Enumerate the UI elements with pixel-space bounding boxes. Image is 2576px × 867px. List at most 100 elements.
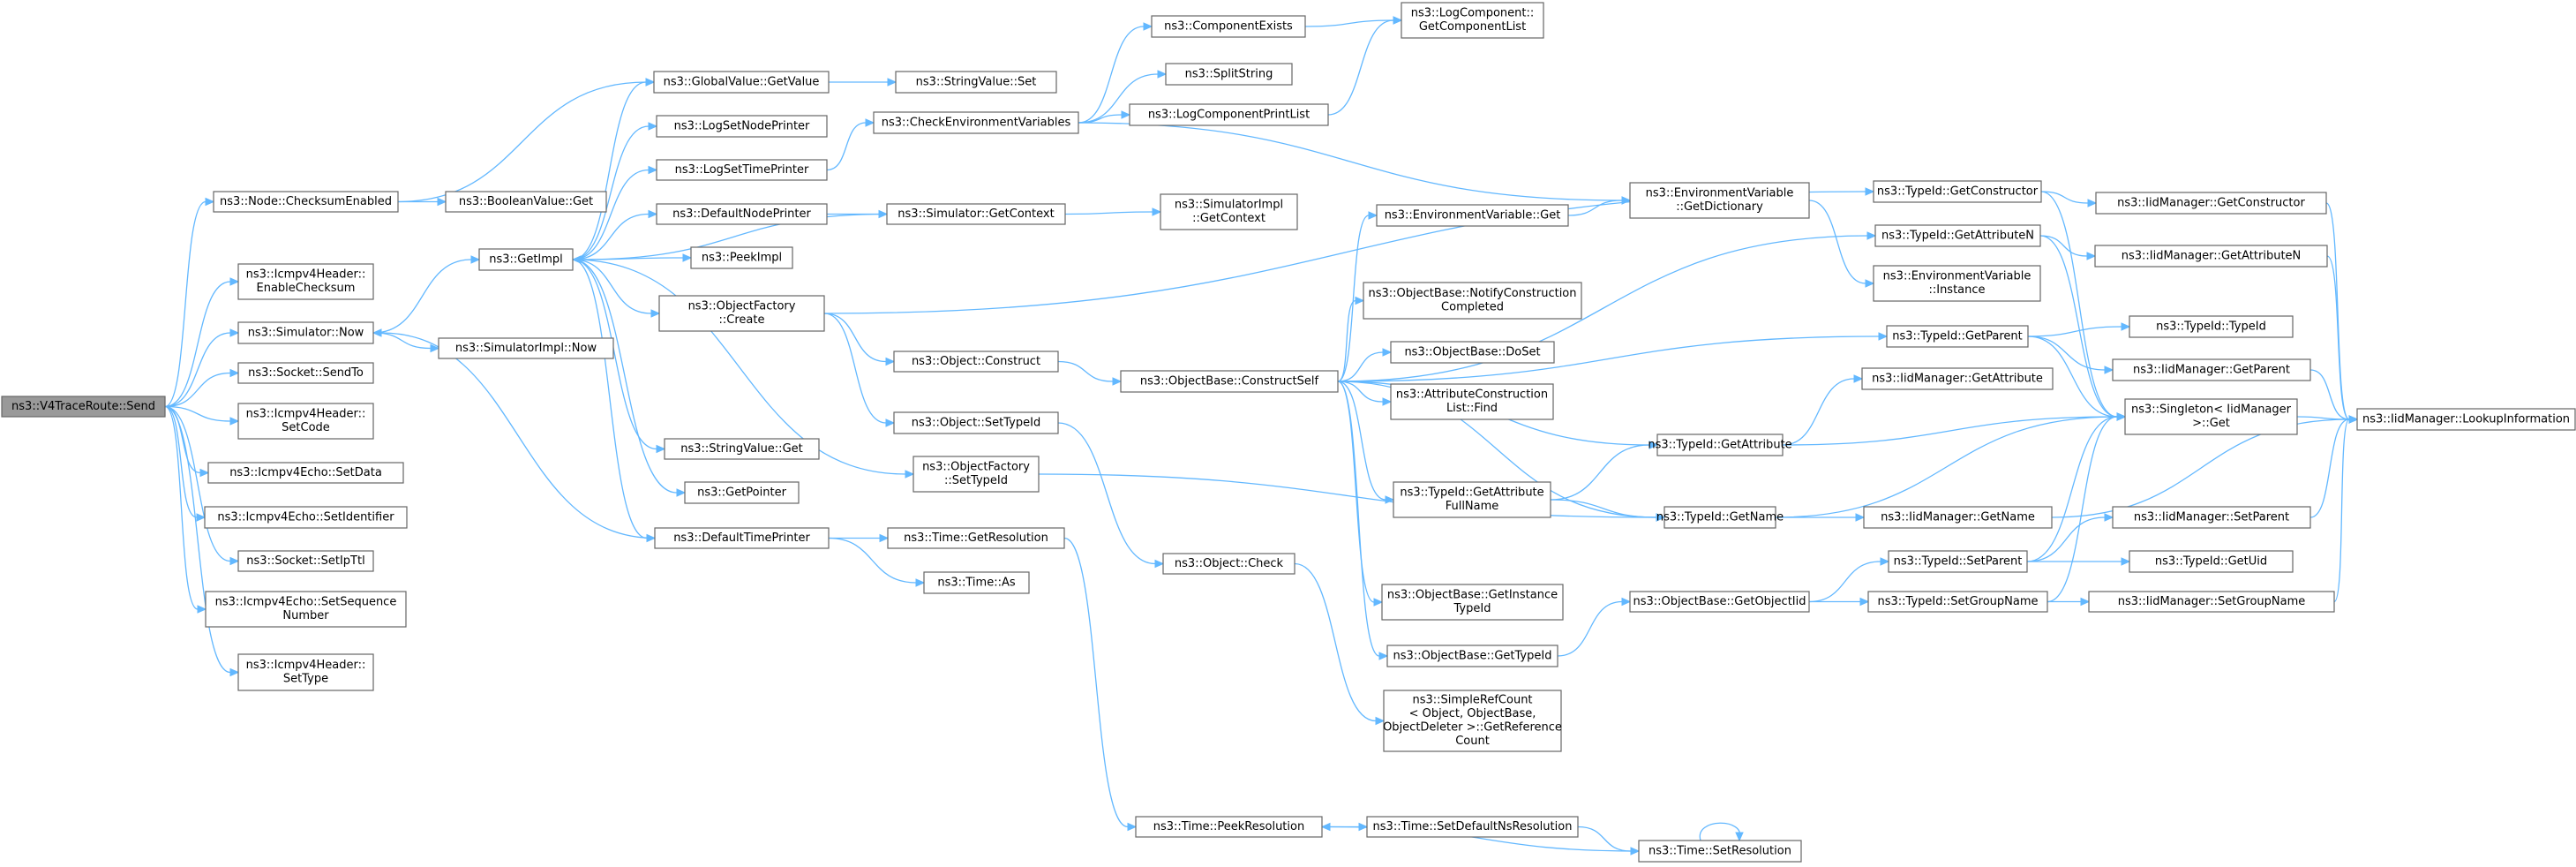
node-timePeekRes[interactable]: ns3::Time::PeekResolution xyxy=(1135,816,1323,838)
node-getImpl[interactable]: ns3::GetImpl xyxy=(478,248,574,271)
node-label: ns3::CheckEnvironmentVariables xyxy=(882,116,1071,129)
node-label: ns3::TypeId::GetName xyxy=(1656,510,1784,524)
node-iidSetGroup[interactable]: ns3::IidManager::SetGroupName xyxy=(2088,591,2335,613)
node-objCheck[interactable]: ns3::Object::Check xyxy=(1162,553,1296,575)
node-logSetTime[interactable]: ns3::LogSetTimePrinter xyxy=(656,159,828,181)
node-splitString[interactable]: ns3::SplitString xyxy=(1165,63,1293,86)
node-singletonGet[interactable]: ns3::Singleton< IidManager>::Get xyxy=(2124,398,2298,435)
arrowhead xyxy=(1127,822,1138,832)
node-objConstruct[interactable]: ns3::Object::Construct xyxy=(893,351,1059,373)
node-timeGetRes[interactable]: ns3::Time::GetResolution xyxy=(887,527,1065,549)
arrowhead xyxy=(1393,16,1403,25)
node-echoSetId[interactable]: ns3::Icmpv4Echo::SetIdentifier xyxy=(204,506,408,529)
arrowhead xyxy=(1375,716,1386,726)
node-label: ns3::LogComponent:: xyxy=(1411,7,1535,20)
node-icmpSetType[interactable]: ns3::Icmpv4Header::SetType xyxy=(237,653,374,691)
node-logSetNode[interactable]: ns3::LogSetNodePrinter xyxy=(656,115,828,138)
edge-obGetObjTid-to-tidSetParent xyxy=(1808,557,1890,603)
node-box xyxy=(1390,341,1555,364)
node-boolGet[interactable]: ns3::BooleanValue::Get xyxy=(445,191,607,213)
node-simImplNow[interactable]: ns3::SimulatorImpl::Now xyxy=(438,337,614,359)
node-label: ns3::TypeId::GetUid xyxy=(2155,554,2267,568)
node-tidGetUid[interactable]: ns3::TypeId::GetUid xyxy=(2129,550,2294,573)
node-iidGetParent[interactable]: ns3::IidManager::GetParent xyxy=(2112,358,2311,381)
arrowhead xyxy=(1320,822,1331,832)
node-envVarGet[interactable]: ns3::EnvironmentVariable::Get xyxy=(1376,204,1569,227)
node-logCompGetList[interactable]: ns3::LogComponent::GetComponentList xyxy=(1401,2,1544,39)
node-label: >::Get xyxy=(2192,417,2230,430)
node-iidGetCtor[interactable]: ns3::IidManager::GetConstructor xyxy=(2095,192,2327,215)
node-timeSetRes[interactable]: ns3::Time::SetResolution xyxy=(1638,840,1802,863)
node-iidGetAttrN[interactable]: ns3::IidManager::GetAttributeN xyxy=(2094,245,2328,268)
node-obDoSet[interactable]: ns3::ObjectBase::DoSet xyxy=(1390,341,1555,364)
node-root[interactable]: ns3::V4TraceRoute::Send xyxy=(1,396,166,418)
node-tidTypeId[interactable]: ns3::TypeId::TypeId xyxy=(2129,315,2294,338)
node-tidGetParent[interactable]: ns3::TypeId::GetParent xyxy=(1886,325,2029,348)
node-objBaseCS[interactable]: ns3::ObjectBase::ConstructSelf xyxy=(1120,370,1339,393)
node-peekImpl[interactable]: ns3::PeekImpl xyxy=(690,246,793,269)
node-box xyxy=(653,71,830,94)
node-box xyxy=(1160,193,1298,230)
node-strValGet[interactable]: ns3::StringValue::Get xyxy=(664,438,820,460)
node-envInstance[interactable]: ns3::EnvironmentVariable::Instance xyxy=(1873,265,2041,302)
edge-line xyxy=(164,200,207,408)
node-icmpEnableChk[interactable]: ns3::Icmpv4Header::EnableChecksum xyxy=(237,263,374,300)
node-gvGetValue[interactable]: ns3::GlobalValue::GetValue xyxy=(653,71,830,94)
node-nodeChecksum[interactable]: ns3::Node::ChecksumEnabled xyxy=(213,191,399,213)
node-echoSetData[interactable]: ns3::Icmpv4Echo::SetData xyxy=(207,462,404,484)
node-box xyxy=(2129,550,2294,573)
node-simImplCtx[interactable]: ns3::SimulatorImpl::GetContext xyxy=(1160,193,1298,230)
node-label: ns3::GlobalValue::GetValue xyxy=(664,75,820,88)
node-sockSetIpTtl[interactable]: ns3::Socket::SetIpTtl xyxy=(237,550,374,572)
edge-getImpl-to-strValGet xyxy=(572,259,666,454)
node-objSetTypeId[interactable]: ns3::Object::SetTypeId xyxy=(893,411,1059,434)
node-logCompPrint[interactable]: ns3::LogComponentPrintList xyxy=(1129,103,1329,126)
edge-line xyxy=(2027,335,2106,371)
node-obNotify[interactable]: ns3::ObjectBase::NotifyConstructionCompl… xyxy=(1363,282,1582,320)
node-tidGetAttrN[interactable]: ns3::TypeId::GetAttributeN xyxy=(1874,224,2041,247)
node-iidSetParent[interactable]: ns3::IidManager::SetParent xyxy=(2112,506,2311,529)
arrowhead xyxy=(905,470,915,479)
node-tidGetCtor[interactable]: ns3::TypeId::GetConstructor xyxy=(1873,180,2042,203)
node-icmpSetCode[interactable]: ns3::Icmpv4Header::SetCode xyxy=(237,403,374,440)
node-box xyxy=(1638,840,1802,863)
node-tidGetName[interactable]: ns3::TypeId::GetName xyxy=(1656,506,1784,529)
edge-line xyxy=(2309,369,2350,420)
node-strValSet[interactable]: ns3::StringValue::Set xyxy=(895,71,1057,94)
node-getPointer[interactable]: ns3::GetPointer xyxy=(684,481,800,504)
edge-line xyxy=(164,405,199,610)
node-compExists[interactable]: ns3::ComponentExists xyxy=(1151,15,1306,38)
node-iidGetName[interactable]: ns3::IidManager::GetName xyxy=(1863,506,2053,529)
node-timeSetDefNs[interactable]: ns3::Time::SetDefaultNsResolution xyxy=(1366,816,1579,838)
arrowhead xyxy=(1368,211,1378,220)
node-sockSendTo[interactable]: ns3::Socket::SendTo xyxy=(237,362,374,384)
node-tidGetAttr[interactable]: ns3::TypeId::GetAttribute xyxy=(1648,434,1792,456)
node-checkEnv[interactable]: ns3::CheckEnvironmentVariables xyxy=(873,111,1079,134)
node-obGetTypeId[interactable]: ns3::ObjectBase::GetTypeId xyxy=(1386,645,1558,667)
node-objFactCreate[interactable]: ns3::ObjectFactory::Create xyxy=(658,295,825,332)
arrowhead xyxy=(2348,415,2359,424)
edge-root-to-sockSendTo xyxy=(164,368,240,408)
node-envGetDict[interactable]: ns3::EnvironmentVariable::GetDictionary xyxy=(1629,182,1810,219)
node-timeAs[interactable]: ns3::Time::As xyxy=(923,571,1030,594)
node-simGetCtx[interactable]: ns3::Simulator::GetContext xyxy=(886,203,1066,225)
node-iidLookup[interactable]: ns3::IidManager::LookupInformation xyxy=(2356,408,2576,431)
node-iidGetAttr[interactable]: ns3::IidManager::GetAttribute xyxy=(1861,367,2054,390)
node-defNodePr[interactable]: ns3::DefaultNodePrinter xyxy=(656,203,828,225)
node-simNow[interactable]: ns3::Simulator::Now xyxy=(237,321,374,344)
node-label: ns3::ObjectBase::GetInstance xyxy=(1387,589,1558,602)
node-tidSetParent[interactable]: ns3::TypeId::SetParent xyxy=(1888,550,2028,573)
node-obGetObjTid[interactable]: ns3::ObjectBase::GetObjectIid xyxy=(1629,591,1810,613)
node-label: Count xyxy=(1455,735,1490,748)
node-ofSetTypeId[interactable]: ns3::ObjectFactory::SetTypeId xyxy=(912,456,1040,493)
arrowhead xyxy=(885,357,896,366)
node-simpleRef[interactable]: ns3::SimpleRefCount< Object, ObjectBase,… xyxy=(1383,690,1562,752)
node-label: ns3::V4TraceRoute::Send xyxy=(11,400,155,413)
node-tidSetGroup[interactable]: ns3::TypeId::SetGroupName xyxy=(1867,591,2048,613)
node-defTimePr[interactable]: ns3::DefaultTimePrinter xyxy=(654,527,830,549)
node-label: ns3::BooleanValue::Get xyxy=(459,195,593,208)
